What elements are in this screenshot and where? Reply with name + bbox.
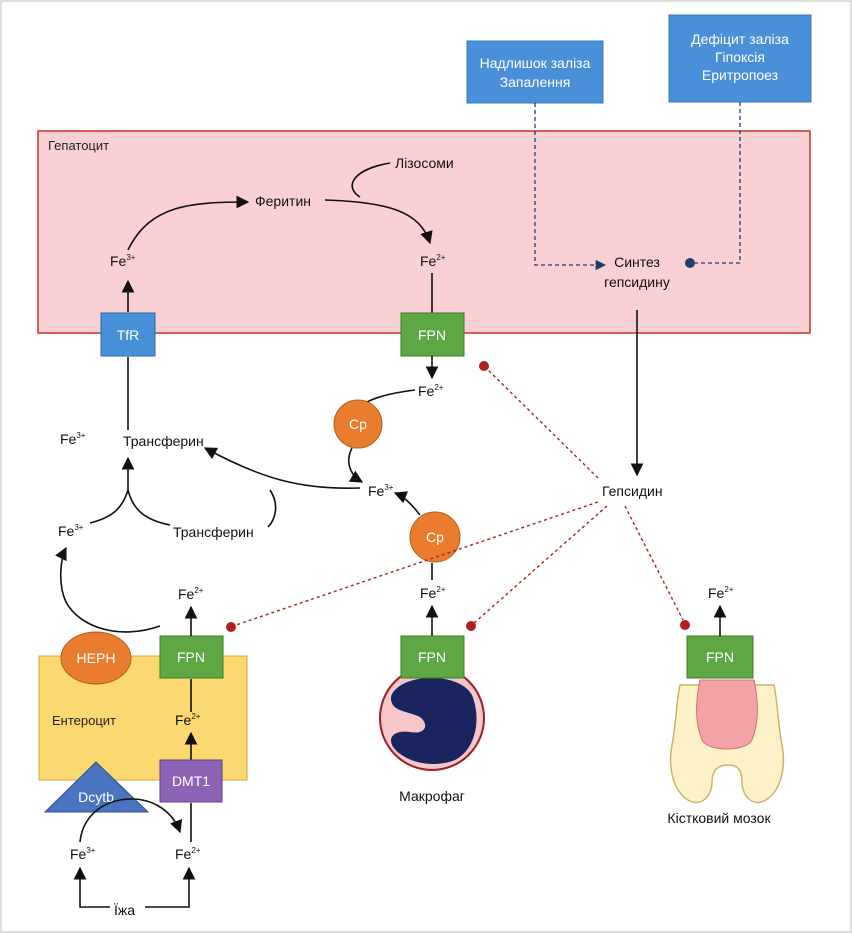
food-to-fe3-arrow (73, 866, 110, 908)
dmt1-label: DMT1 (172, 773, 210, 789)
tfr-label: TfR (117, 327, 140, 343)
heph-label: HEPH (77, 650, 116, 666)
excess-line1: Надлишок заліза (480, 55, 591, 71)
cp-upper-label: Cp (349, 416, 367, 432)
hepatocyte-fpn-label: FPN (418, 327, 446, 343)
hepatocyte-title: Гепатоцит (48, 138, 109, 153)
iron-deficit-box: Дефіцит заліза Гіпоксія Еритропоез (668, 14, 812, 103)
macrophage-cell (379, 665, 485, 771)
dcytb-label: Dcytb (78, 789, 114, 805)
excess-signal-line (534, 103, 607, 271)
dietary-fe2-ion: Fe2+ (175, 846, 201, 862)
hepcidin-inhibit-hepatocyte-fpn (486, 368, 599, 479)
hepcidin-label: Гепсидин (602, 483, 663, 499)
dietary-fe3-ion: Fe3+ (70, 846, 96, 862)
enterocyte-exported-fe2-ion: Fe2+ (178, 586, 204, 602)
ferritin-to-fe2-arrow (324, 199, 433, 245)
ferritin-label: Феритин (255, 193, 311, 209)
marrow-fe2-ion: Fe2+ (708, 585, 734, 601)
enterocyte-fpn-label: FPN (177, 649, 205, 665)
heph-oxidation-arrow (55, 546, 161, 633)
macrophage-fpn: FPN (400, 635, 465, 679)
hepcidin-synthesis-line1: Синтез (614, 254, 660, 270)
hepatocyte-fpn: FPN (400, 312, 465, 357)
enterocyte-title: Ентероцит (52, 713, 116, 728)
macrophage-label: Макрофаг (399, 788, 465, 804)
hepatocyte-fe3-ion: Fe3+ (110, 253, 136, 269)
y-join-right (127, 489, 171, 526)
marrow-core (696, 679, 758, 750)
apo-transferrin-label: Трансферин (173, 524, 254, 540)
macrophage-fe2-ion: Fe2+ (420, 585, 446, 601)
fe3-to-transferrin-arrow (203, 447, 361, 490)
ceruloplasmin-lower: Cp (409, 511, 461, 563)
deficit-line2: Гіпоксія (715, 49, 765, 65)
excess-line2: Запалення (500, 74, 571, 90)
circulating-fe3-ion: Fe3+ (368, 483, 394, 499)
cp-lower-to-fe3-arrow (393, 491, 421, 516)
y-join-left (89, 489, 129, 524)
tfr-receptor: TfR (100, 312, 156, 357)
ceruloplasmin-upper: Cp (333, 399, 383, 449)
hephaestin: HEPH (60, 631, 132, 685)
hepcidin-inhibit-enterocyte-fpn (235, 501, 599, 626)
cp-to-fe3-arrow (348, 447, 364, 483)
deficit-line3: Еритропоез (702, 67, 778, 83)
enterocyte-internal-fe2-ion: Fe2+ (175, 712, 201, 728)
macrophage-nucleus (390, 677, 477, 765)
marrow-fpn: FPN (686, 635, 754, 679)
exported-fe2-ion: Fe2+ (418, 383, 444, 399)
enterocyte-exported-fe3-ion: Fe3+ (58, 523, 84, 539)
fe3-to-ferritin-arrow (127, 195, 250, 251)
cp-lower-label: Cp (426, 529, 444, 545)
inhibit-dot-macrophage (466, 621, 476, 631)
dmt1-transporter: DMT1 (159, 759, 223, 803)
deficit-line1: Дефіцит заліза (691, 31, 789, 47)
deficit-inhibit-dot (685, 258, 695, 268)
hepcidin-inhibit-macrophage-fpn (473, 505, 608, 624)
marrow-fpn-label: FPN (706, 649, 734, 665)
enterocyte-fpn: FPN (159, 635, 224, 679)
excess-iron-box: Надлишок заліза Запалення (466, 40, 604, 104)
inhibit-dot-marrow (680, 620, 690, 630)
inhibit-dot-hepatocyte (479, 361, 489, 371)
hepcidin-inhibit-marrow-fpn (624, 505, 684, 621)
hepatocyte-fe2-ion: Fe2+ (420, 253, 446, 269)
deficit-signal-line (694, 102, 741, 264)
food-label: Їжа (114, 902, 135, 918)
lysosomes-label: Лізосоми (395, 155, 454, 171)
dcytb-reduction-arrow (79, 798, 183, 843)
apo-transferrin-branch (267, 489, 277, 528)
food-to-fe2-arrow (145, 866, 196, 908)
macrophage-fpn-label: FPN (418, 649, 446, 665)
holo-transferrin-label: Трансферин (123, 433, 204, 449)
inhibit-dot-enterocyte (226, 622, 236, 632)
bone-marrow-shape (669, 679, 785, 804)
hepcidin-synthesis-line2: гепсидину (604, 274, 670, 290)
bone-marrow-label: Кістковий мозок (667, 810, 771, 826)
free-fe3-ion: Fe3+ (60, 431, 86, 447)
lysosome-curve (351, 162, 391, 198)
